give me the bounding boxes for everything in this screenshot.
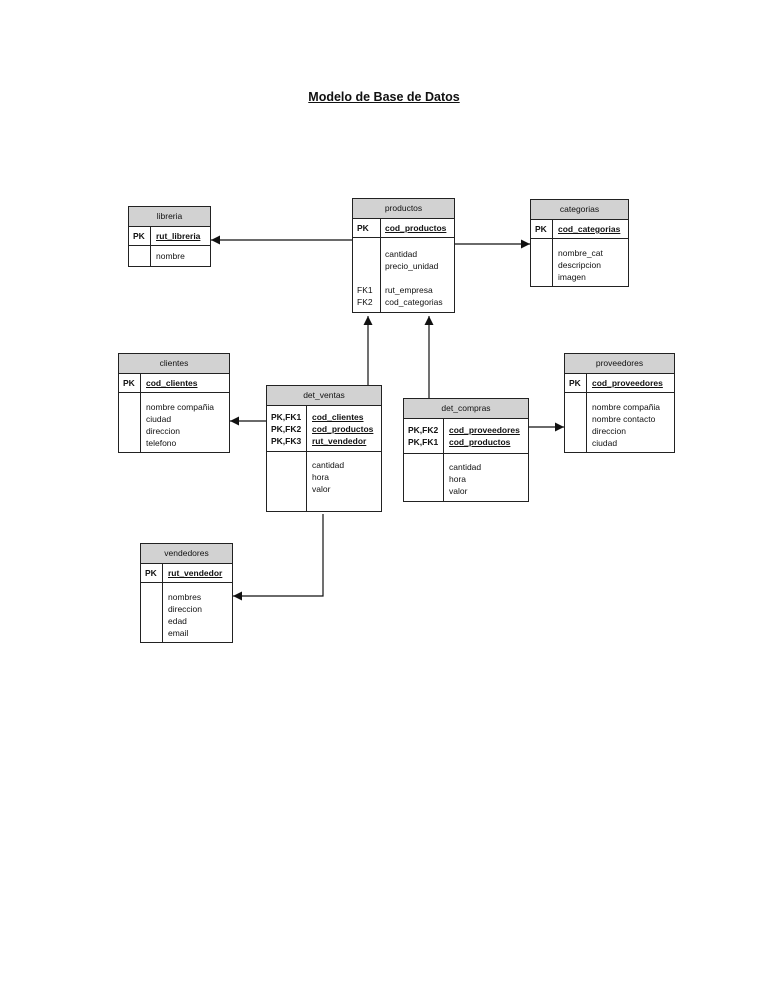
pk-field: cod_productos bbox=[449, 437, 511, 447]
pk-field: cod_proveedores bbox=[449, 425, 520, 435]
key-label bbox=[357, 272, 380, 284]
field: email bbox=[168, 628, 189, 638]
key-label: PK,FK1 bbox=[408, 437, 439, 447]
field: edad bbox=[168, 616, 187, 626]
entity-clientes[interactable]: clientes PK cod_clientes nombre compañia… bbox=[118, 353, 230, 453]
field: ciudad bbox=[146, 414, 172, 424]
field: hora bbox=[449, 474, 467, 484]
key-label: PK bbox=[535, 224, 547, 234]
field: nombre contacto bbox=[592, 414, 656, 424]
entity-name: vendedores bbox=[141, 544, 232, 564]
field: direccion bbox=[168, 604, 203, 614]
page-title: Modelo de Base de Datos bbox=[308, 90, 460, 104]
entity-proveedores[interactable]: proveedores PK cod_proveedores nombre co… bbox=[564, 353, 675, 453]
field: imagen bbox=[558, 272, 586, 282]
pk-section: PK cod_proveedores bbox=[565, 374, 674, 393]
field: ciudad bbox=[592, 438, 618, 448]
pk-field: cod_productos bbox=[385, 223, 447, 233]
field: telefono bbox=[146, 438, 177, 448]
entity-name: clientes bbox=[119, 354, 229, 374]
field: nombre compañia bbox=[146, 402, 215, 412]
pk-field: cod_categorias bbox=[558, 224, 621, 234]
pk-field: rut_vendedor bbox=[312, 436, 367, 446]
key-label: PK,FK1 bbox=[271, 412, 302, 422]
field: cantidad bbox=[312, 460, 345, 470]
field: direccion bbox=[146, 426, 181, 436]
field: nombre_cat bbox=[558, 248, 603, 258]
key-label: PK bbox=[569, 378, 581, 388]
key-label: FK2 bbox=[357, 297, 373, 307]
entity-name: det_ventas bbox=[267, 386, 381, 406]
key-label: PK,FK2 bbox=[408, 425, 439, 435]
field: valor bbox=[312, 484, 331, 494]
key-label: PK bbox=[123, 378, 135, 388]
pk-section: PK cod_clientes bbox=[119, 374, 229, 393]
entity-name: productos bbox=[353, 199, 454, 219]
field: cantidad bbox=[449, 462, 482, 472]
pk-field: cod_clientes bbox=[146, 378, 198, 388]
field: direccion bbox=[592, 426, 627, 436]
pk-field: cod_proveedores bbox=[592, 378, 663, 388]
field: hora bbox=[312, 472, 330, 482]
field bbox=[385, 272, 454, 284]
entity-det-compras[interactable]: det_compras PK,FK2 PK,FK1 cod_proveedore… bbox=[403, 398, 529, 502]
pk-section: PK cod_categorias bbox=[531, 220, 628, 239]
fields-section: nombre_cat descripcion imagen bbox=[531, 239, 628, 286]
field: rut_empresa bbox=[385, 285, 433, 295]
pk-section: PK rut_vendedor bbox=[141, 564, 232, 583]
pk-section: PK rut_libreria bbox=[129, 227, 210, 246]
key-label: PK,FK2 bbox=[271, 424, 302, 434]
entity-vendedores[interactable]: vendedores PK rut_vendedor nombres direc… bbox=[140, 543, 233, 643]
key-label: PK bbox=[133, 231, 145, 241]
entity-det-ventas[interactable]: det_ventas PK,FK1 PK,FK2 PK,FK3 cod_clie… bbox=[266, 385, 382, 512]
fields-section: cantidad hora valor bbox=[267, 452, 381, 511]
entity-productos[interactable]: productos PK cod_productos FK1 FK2 canti… bbox=[352, 198, 455, 313]
key-label: PK bbox=[357, 223, 369, 233]
field: cod_categorias bbox=[385, 297, 443, 307]
fields-section: cantidad hora valor bbox=[404, 454, 528, 501]
field: valor bbox=[449, 486, 468, 496]
pk-field: rut_libreria bbox=[156, 231, 201, 241]
field: nombres bbox=[168, 592, 202, 602]
key-label: FK1 bbox=[357, 285, 373, 295]
field: precio_unidad bbox=[385, 261, 439, 271]
key-label bbox=[357, 248, 380, 260]
fields-section: FK1 FK2 cantidad precio_unidad rut_empre… bbox=[353, 238, 454, 312]
entity-name: categorias bbox=[531, 200, 628, 220]
entity-name: libreria bbox=[129, 207, 210, 227]
pk-field: rut_vendedor bbox=[168, 568, 223, 578]
field: nombre bbox=[156, 251, 185, 261]
field: descripcion bbox=[558, 260, 601, 270]
pk-section: PK,FK1 PK,FK2 PK,FK3 cod_clientes cod_pr… bbox=[267, 406, 381, 452]
key-label: PK bbox=[145, 568, 157, 578]
pk-section: PK,FK2 PK,FK1 cod_proveedores cod_produc… bbox=[404, 419, 528, 454]
fields-section: nombres direccion edad email bbox=[141, 583, 232, 642]
key-label bbox=[357, 260, 380, 272]
fields-section: nombre compañia ciudad direccion telefon… bbox=[119, 393, 229, 452]
entity-name: det_compras bbox=[404, 399, 528, 419]
field: nombre compañia bbox=[592, 402, 661, 412]
fields-section: nombre bbox=[129, 246, 210, 266]
pk-section: PK cod_productos bbox=[353, 219, 454, 238]
entity-name: proveedores bbox=[565, 354, 674, 374]
field: cantidad bbox=[385, 249, 418, 259]
pk-field: cod_productos bbox=[312, 424, 374, 434]
relation-det-ventas-vendedores bbox=[233, 514, 324, 601]
pk-field: cod_clientes bbox=[312, 412, 364, 422]
key-label: PK,FK3 bbox=[271, 436, 302, 446]
entity-libreria[interactable]: libreria PK rut_libreria nombre bbox=[128, 206, 211, 267]
fields-section: nombre compañia nombre contacto direccio… bbox=[565, 393, 674, 452]
entity-categorias[interactable]: categorias PK cod_categorias nombre_cat … bbox=[530, 199, 629, 287]
